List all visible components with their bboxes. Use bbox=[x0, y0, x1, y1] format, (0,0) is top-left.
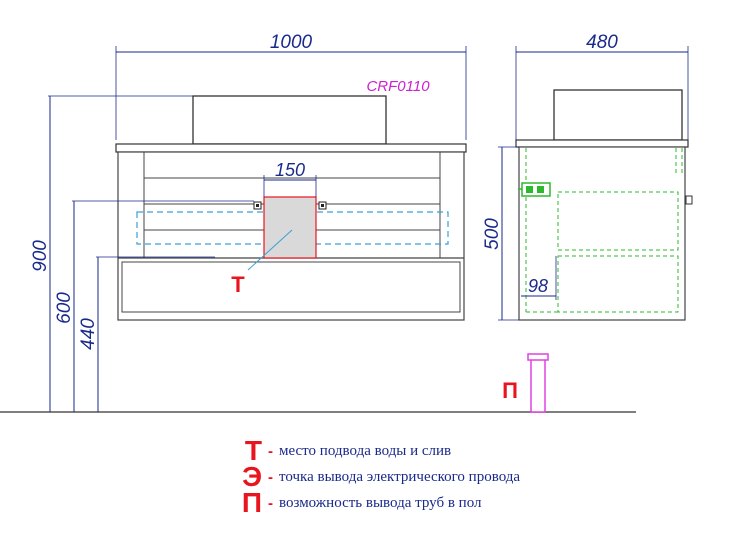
legend-letter-t: Т bbox=[244, 435, 262, 466]
legend: Т - место подвода воды и слив Э - точка … bbox=[232, 435, 702, 518]
water-marker-t: Т bbox=[231, 272, 245, 297]
bottom-shelf bbox=[121, 261, 461, 313]
side-view: 480 500 98 bbox=[482, 32, 693, 413]
model-code-label: CRF0110 bbox=[366, 78, 430, 95]
side-countertop bbox=[515, 139, 689, 148]
legend-letter-p: П bbox=[241, 487, 262, 518]
legend-text-water: место подвода воды и слив bbox=[279, 442, 452, 459]
countertop-outline bbox=[115, 143, 467, 153]
electric-socket-icon bbox=[518, 182, 551, 197]
legend-row-water: Т - место подвода воды и слив bbox=[232, 435, 702, 466]
legend-row-electric: Э - точка вывода электрического провода bbox=[232, 461, 702, 492]
depth-dimension-label: 480 bbox=[586, 32, 618, 53]
floor-pipe-marker-p: П bbox=[502, 378, 518, 403]
front-view: 1000 CRF0110 150 Т bbox=[30, 32, 467, 412]
water-width-label: 150 bbox=[275, 160, 305, 180]
side-500-label: 500 bbox=[482, 218, 503, 250]
basin-outline bbox=[192, 95, 387, 145]
height-900-label: 900 bbox=[30, 240, 51, 272]
legend-dash: - bbox=[268, 468, 273, 486]
legend-letter-e: Э bbox=[242, 461, 262, 492]
side-cabinet-body bbox=[518, 146, 686, 321]
side-handle bbox=[685, 195, 693, 205]
height-440-label: 440 bbox=[78, 318, 99, 350]
side-basin-outline bbox=[553, 89, 683, 141]
water-leader-line bbox=[247, 229, 293, 271]
legend-dash: - bbox=[268, 494, 273, 512]
width-dimension-label: 1000 bbox=[270, 32, 313, 53]
electric-zone-upper bbox=[557, 191, 679, 251]
legend-row-pipes: П - возможность вывода труб в пол bbox=[232, 487, 702, 518]
side-98-label: 98 bbox=[528, 276, 548, 296]
legend-text-electric: точка вывода электрического провода bbox=[279, 468, 521, 485]
electric-zone-lower bbox=[557, 255, 679, 313]
legend-dash: - bbox=[268, 442, 273, 460]
height-600-label: 600 bbox=[54, 292, 75, 324]
floor-pipe-icon bbox=[527, 353, 549, 413]
legend-text-pipes: возможность вывода труб в пол bbox=[279, 494, 482, 511]
